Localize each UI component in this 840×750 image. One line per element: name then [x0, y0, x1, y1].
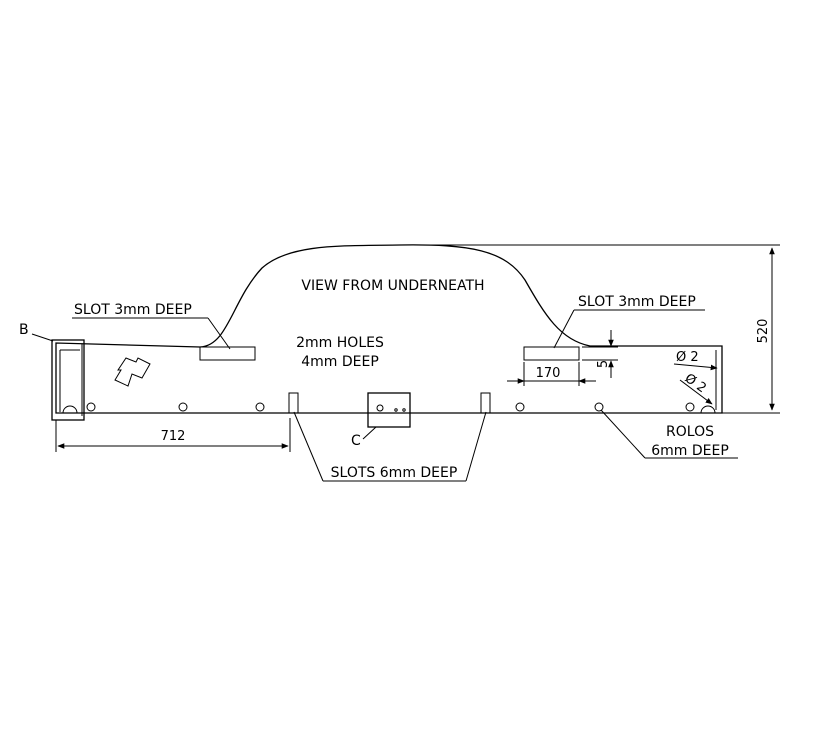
slot-bottom-left [288, 392, 299, 414]
dim-170-text: 170 [536, 366, 561, 381]
slot-left [199, 346, 256, 361]
slot-right [523, 346, 580, 361]
dim-712-text: 712 [161, 429, 186, 444]
holes-label-line1: 2mm HOLES [296, 335, 384, 351]
holes-label-line2: 4mm DEEP [301, 354, 379, 370]
notch-right [700, 405, 716, 414]
rolos-label-line1: ROLOS [666, 424, 714, 440]
dia-a-text: Ø 2 [676, 350, 699, 365]
detail-c-label: C [351, 433, 361, 449]
part-outline [55, 244, 723, 416]
slot-bottom-right [480, 392, 491, 414]
notch-left [62, 405, 78, 414]
dia-callouts: Ø 2 Ø 2 [673, 350, 718, 405]
dim-170: 170 [507, 362, 596, 386]
detail-c-box [367, 392, 411, 428]
leaders [31, 309, 738, 482]
key-marker [114, 357, 151, 387]
view-title: VIEW FROM UNDERNEATH [301, 278, 484, 294]
slot-left-label: SLOT 3mm DEEP [74, 302, 192, 318]
rolos-label-line2: 6mm DEEP [651, 443, 729, 459]
holes [86, 402, 695, 412]
dim-5: 5 [582, 330, 618, 378]
dim-520: 520 [400, 244, 780, 414]
slot-right-label: SLOT 3mm DEEP [578, 294, 696, 310]
dia-b-text: Ø 2 [682, 371, 709, 396]
slots-bottom-label: SLOTS 6mm DEEP [331, 465, 458, 481]
detail-b-label: B [19, 322, 29, 338]
dim-712: 712 [55, 418, 291, 452]
dim-5-text: 5 [596, 360, 611, 368]
dim-520-text: 520 [756, 319, 771, 344]
detail-b-box [51, 339, 85, 421]
